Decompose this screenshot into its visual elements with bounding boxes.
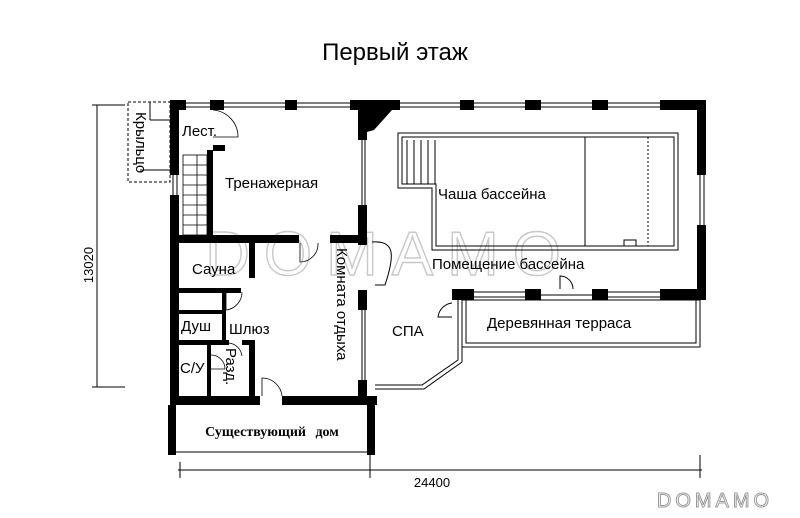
pool	[397, 132, 679, 251]
terrace	[461, 299, 701, 348]
room-shower-label: Душ	[181, 318, 211, 335]
existing-house-label: Существующий дом	[205, 425, 339, 440]
pool-bowl-label: Чаша бассейна	[438, 186, 546, 203]
room-porch-label: Крыльцо	[132, 112, 149, 173]
height-dimension: 13020	[81, 247, 96, 283]
room-spa-label: СПА	[392, 323, 424, 340]
plan-title: Первый этаж	[322, 39, 468, 66]
watermark-logo: DOMAMO	[657, 490, 773, 512]
room-wc-label: С/У	[180, 360, 205, 377]
walls	[168, 100, 706, 455]
watermark: DOMAMO	[205, 220, 575, 289]
width-dimension: 24400	[414, 475, 450, 490]
room-lounge-label: Комната отдыха	[333, 248, 350, 361]
room-changing-label: Разд.	[222, 348, 239, 385]
room-airlock-label: Шлюз	[229, 321, 270, 338]
room-gym-label: Тренажерная	[225, 175, 318, 192]
room-pool-label: Помещение бассейна	[432, 256, 585, 273]
staircase	[182, 109, 319, 397]
room-stairs-label: Лест.	[182, 123, 217, 140]
room-terrace-label: Деревянная терраса	[487, 315, 632, 332]
windows	[172, 102, 705, 380]
dimension-lines	[92, 104, 702, 478]
room-sauna-label: Сауна	[192, 261, 236, 278]
